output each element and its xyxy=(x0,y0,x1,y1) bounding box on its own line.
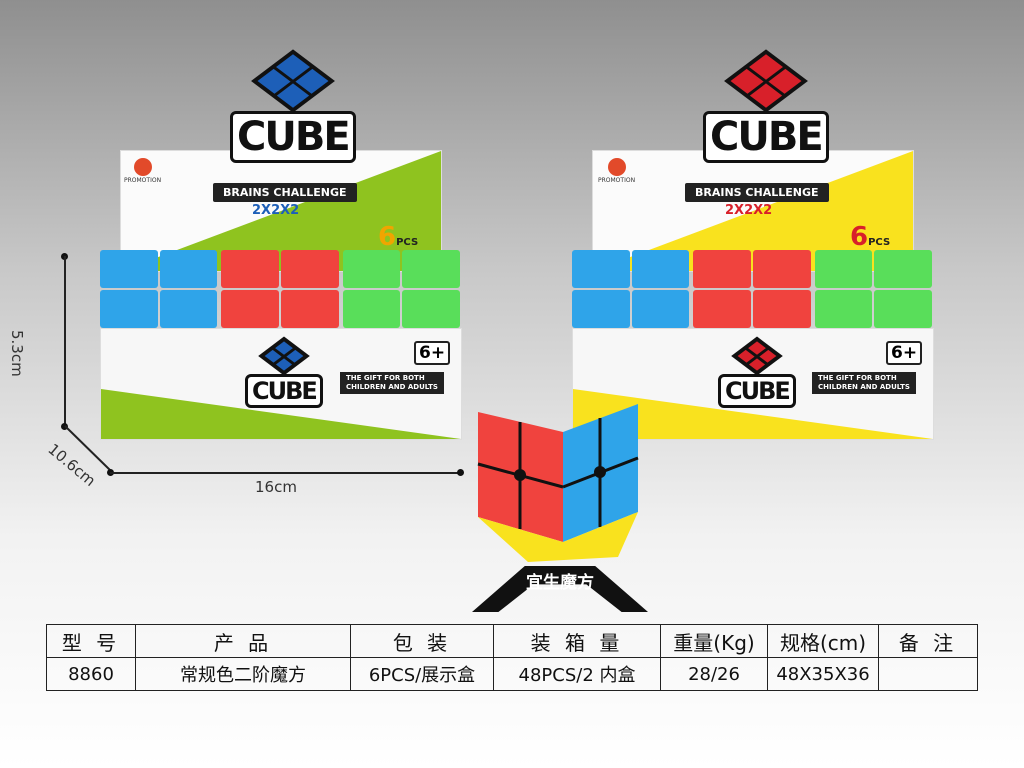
challenge-banner: BRAINS CHALLENGE xyxy=(213,183,357,202)
brand-sun-icon xyxy=(607,158,626,176)
height-label: 5.3cm xyxy=(8,330,26,377)
cube-logo-small: CUBE xyxy=(245,336,323,408)
cell-weight: 28/26 xyxy=(660,657,768,691)
logo-word: CUBE xyxy=(230,111,356,163)
gift-banner: THE GIFT FOR BOTH CHILDREN AND ADULTS xyxy=(812,372,916,394)
spec-table: 型 号 产 品 包 装 装 箱 量 重量(Kg) 规格(cm) 备 注 8860… xyxy=(46,624,978,691)
challenge-banner: BRAINS CHALLENGE xyxy=(685,183,829,202)
cube-green xyxy=(342,250,460,328)
width-line xyxy=(110,472,460,474)
brand-sun-icon xyxy=(133,158,152,176)
logo-word: CUBE xyxy=(703,111,829,163)
height-line xyxy=(64,256,66,426)
logo-word: CUBE xyxy=(718,374,796,408)
cube-size: 2X2X2 xyxy=(252,203,300,218)
gift-banner: THE GIFT FOR BOTH CHILDREN AND ADULTS xyxy=(340,372,444,394)
col-header: 装 箱 量 xyxy=(493,624,661,658)
dim-dot xyxy=(457,469,464,476)
cell-size: 48X35X36 xyxy=(767,657,879,691)
cube-logo-small: CUBE xyxy=(718,336,796,408)
cube-red xyxy=(221,250,339,328)
cube-top-icon xyxy=(723,49,808,113)
cell-model: 8860 xyxy=(46,657,136,691)
cube-2x2-center xyxy=(477,404,639,562)
table-row: 8860 常规色二阶魔方 6PCS/展示盒 48PCS/2 内盒 28/26 4… xyxy=(46,657,978,691)
cell-product: 常规色二阶魔方 xyxy=(135,657,351,691)
cube-top-icon xyxy=(258,336,310,376)
col-header: 型 号 xyxy=(46,624,136,658)
brand-mark: PROMOTION xyxy=(124,158,161,184)
cube-top-icon xyxy=(250,49,335,113)
cube-size: 2X2X2 xyxy=(725,203,773,218)
col-header: 备 注 xyxy=(878,624,978,658)
age-badge: 6+ xyxy=(886,341,923,365)
cube-top-icon xyxy=(731,336,783,376)
cube-face-yellow xyxy=(478,512,638,562)
cube-logo-large: CUBE xyxy=(230,49,356,163)
cube-green xyxy=(814,250,932,328)
table-header-row: 型 号 产 品 包 装 装 箱 量 重量(Kg) 规格(cm) 备 注 xyxy=(46,624,978,658)
cell-remarks xyxy=(878,657,978,691)
col-header: 重量(Kg) xyxy=(660,624,768,658)
stand-label: 宜生魔方 xyxy=(526,573,594,593)
cube-blue xyxy=(572,250,690,328)
logo-word: CUBE xyxy=(245,374,323,408)
age-badge: 6+ xyxy=(414,341,451,365)
dim-dot xyxy=(61,423,68,430)
col-header: 规格(cm) xyxy=(767,624,879,658)
pcs-label: 6PCS xyxy=(378,222,419,252)
depth-line xyxy=(64,425,113,473)
cube-blue xyxy=(100,250,218,328)
cube-row xyxy=(572,250,932,328)
cube-red xyxy=(693,250,811,328)
col-header: 包 装 xyxy=(350,624,494,658)
col-header: 产 品 xyxy=(135,624,351,658)
cube-logo-large: CUBE xyxy=(703,49,829,163)
cube-row xyxy=(100,250,460,328)
brand-mark: PROMOTION xyxy=(598,158,635,184)
cell-carton-qty: 48PCS/2 内盒 xyxy=(493,657,661,691)
width-label: 16cm xyxy=(255,478,297,496)
pcs-label: 6PCS xyxy=(850,222,891,252)
cell-packing: 6PCS/展示盒 xyxy=(350,657,494,691)
